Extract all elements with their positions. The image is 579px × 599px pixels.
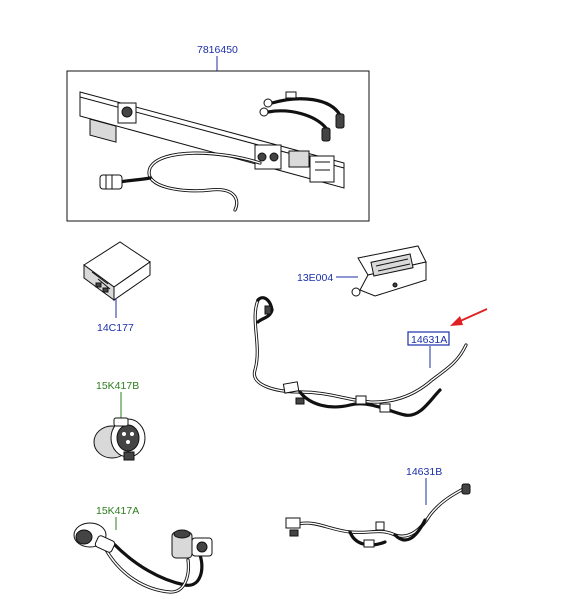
part-label-14C177[interactable]: 14C177 [97, 322, 134, 334]
kit-frame [66, 70, 370, 222]
kit-illustration [79, 91, 345, 212]
module-14C177-illustration [83, 241, 151, 301]
part-7816450-group[interactable]: 7816450 [66, 44, 370, 222]
part-14C177-group[interactable]: 14C177 [83, 241, 151, 334]
part-label-14631A[interactable]: 14631A [411, 334, 447, 346]
part-label-13E004[interactable]: 13E004 [297, 272, 333, 284]
part-15K417B-group[interactable]: 15K417B [93, 380, 146, 461]
harness-14631B-illustration [285, 483, 471, 548]
part-14631B-group[interactable]: 14631B [285, 466, 471, 548]
part-label-7816450[interactable]: 7816450 [197, 44, 238, 56]
part-15K417A-group[interactable]: 15K417A [73, 505, 213, 594]
pointer-arrow-icon [450, 308, 488, 326]
part-label-14631B[interactable]: 14631B [406, 466, 442, 478]
part-14631A-group[interactable]: 14631A [252, 296, 488, 417]
harness-14631A-illustration [252, 296, 468, 417]
part-label-15K417A[interactable]: 15K417A [96, 505, 139, 517]
highlight-box-14631A [407, 331, 450, 346]
part-label-15K417B[interactable]: 15K417B [96, 380, 139, 392]
socket-15K417B-illustration [93, 417, 146, 461]
module-13E004-illustration [351, 245, 427, 297]
part-13E004-group[interactable]: 13E004 [297, 245, 427, 297]
adaptor-15K417A-illustration [73, 522, 213, 594]
